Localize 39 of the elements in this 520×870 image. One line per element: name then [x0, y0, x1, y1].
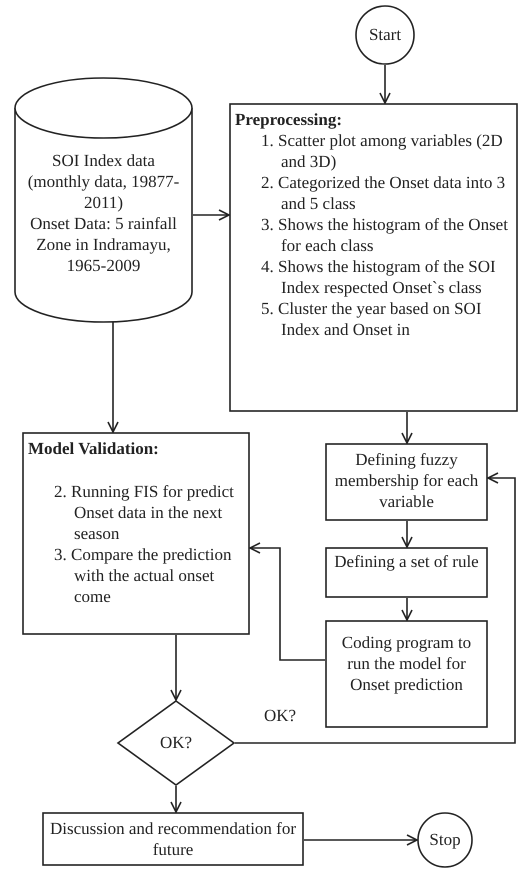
process-box — [229, 103, 518, 412]
arrow — [401, 598, 413, 621]
node-text: Stop — [428, 829, 462, 850]
list-item: 3. Compare the prediction with the actual onset come — [53, 544, 233, 607]
decision-diamond — [117, 700, 235, 786]
stop-circle — [417, 812, 473, 868]
list-item: 2. Categorized the Onset data into 3 and 5 class — [260, 172, 506, 214]
process-box — [325, 620, 488, 728]
process-box — [325, 547, 488, 598]
node-text: Onset Data: 5 rainfall Zone in Indramayu, 1965-2009 — [29, 213, 178, 276]
arrow — [249, 542, 325, 661]
list-item: 5. Cluster the year based on SOI Index and Onset in — [260, 298, 482, 340]
arrow — [401, 412, 413, 444]
arrow — [235, 472, 516, 744]
list-item: 4. Shows the histogram of the SOI Index respected Onset`s class — [260, 256, 497, 298]
process-box — [22, 432, 250, 635]
arrow — [304, 834, 418, 846]
arrow — [379, 65, 391, 104]
node-text: Defining fuzzy membership for each variable — [334, 449, 480, 512]
heading: Model Validation: — [28, 438, 160, 459]
process-box — [42, 812, 304, 866]
arrow — [107, 322, 119, 433]
start-circle — [355, 5, 415, 65]
node-text: Start — [368, 24, 402, 45]
list-item: 3. Shows the histogram of the Onset for each class — [260, 214, 509, 256]
arrow — [170, 786, 182, 813]
data-cylinder — [14, 78, 193, 322]
arrow — [170, 635, 182, 701]
list-item: 2. Running FIS for predict Onset data in the next season — [53, 481, 235, 544]
node-text: SOI Index data (monthly data, 19877-2011) — [26, 150, 180, 213]
arrow — [401, 521, 413, 548]
process-box — [325, 443, 488, 521]
node-text: Discussion and recommendation for future — [49, 818, 297, 860]
arrow — [193, 209, 230, 221]
node-text: Coding program to run the model for Onset prediction — [340, 632, 472, 695]
list-item: 1. Scatter plot among variables (2D and 3D) — [260, 130, 504, 172]
heading: Preprocessing: — [235, 109, 344, 130]
node-text: Defining a set of rule — [333, 551, 480, 572]
node-text: OK? — [158, 732, 194, 753]
